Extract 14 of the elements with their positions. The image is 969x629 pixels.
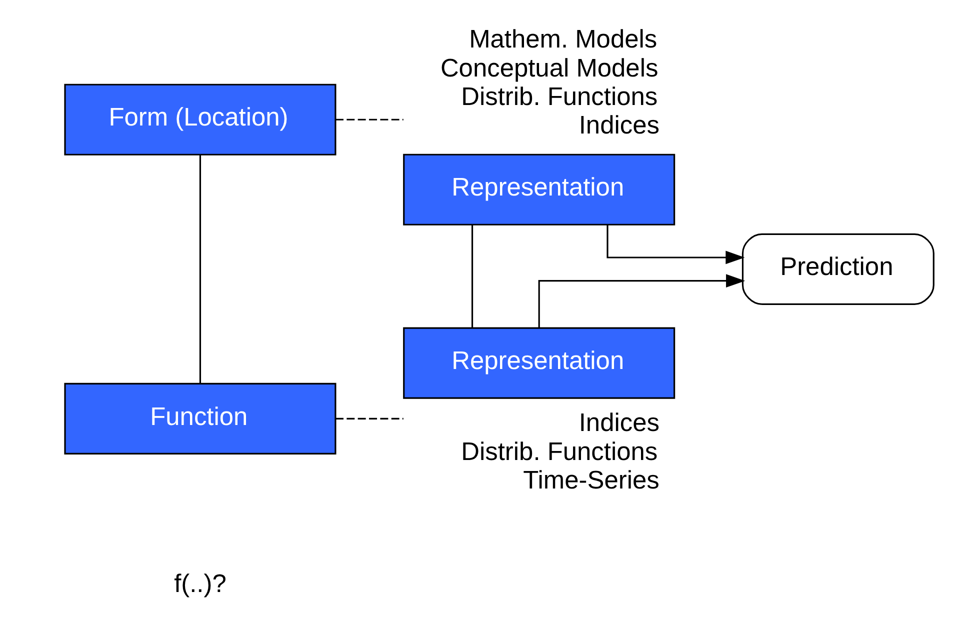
node-label: Indices xyxy=(578,409,659,438)
arrow xyxy=(606,224,744,264)
node-label: Time-Series xyxy=(522,466,659,494)
node-label: Conceptual Models xyxy=(440,54,658,82)
connector xyxy=(335,418,403,420)
node-label: Mathem. Models xyxy=(468,26,657,54)
arrow xyxy=(538,274,745,328)
node-label: Distrib. Functions xyxy=(460,82,658,111)
label: f(..)? xyxy=(174,570,226,598)
connector xyxy=(335,118,403,120)
node-label: Distrib. Functions xyxy=(460,438,658,466)
connector xyxy=(470,224,473,328)
node-label: Indices xyxy=(578,112,659,140)
connector xyxy=(198,155,201,384)
